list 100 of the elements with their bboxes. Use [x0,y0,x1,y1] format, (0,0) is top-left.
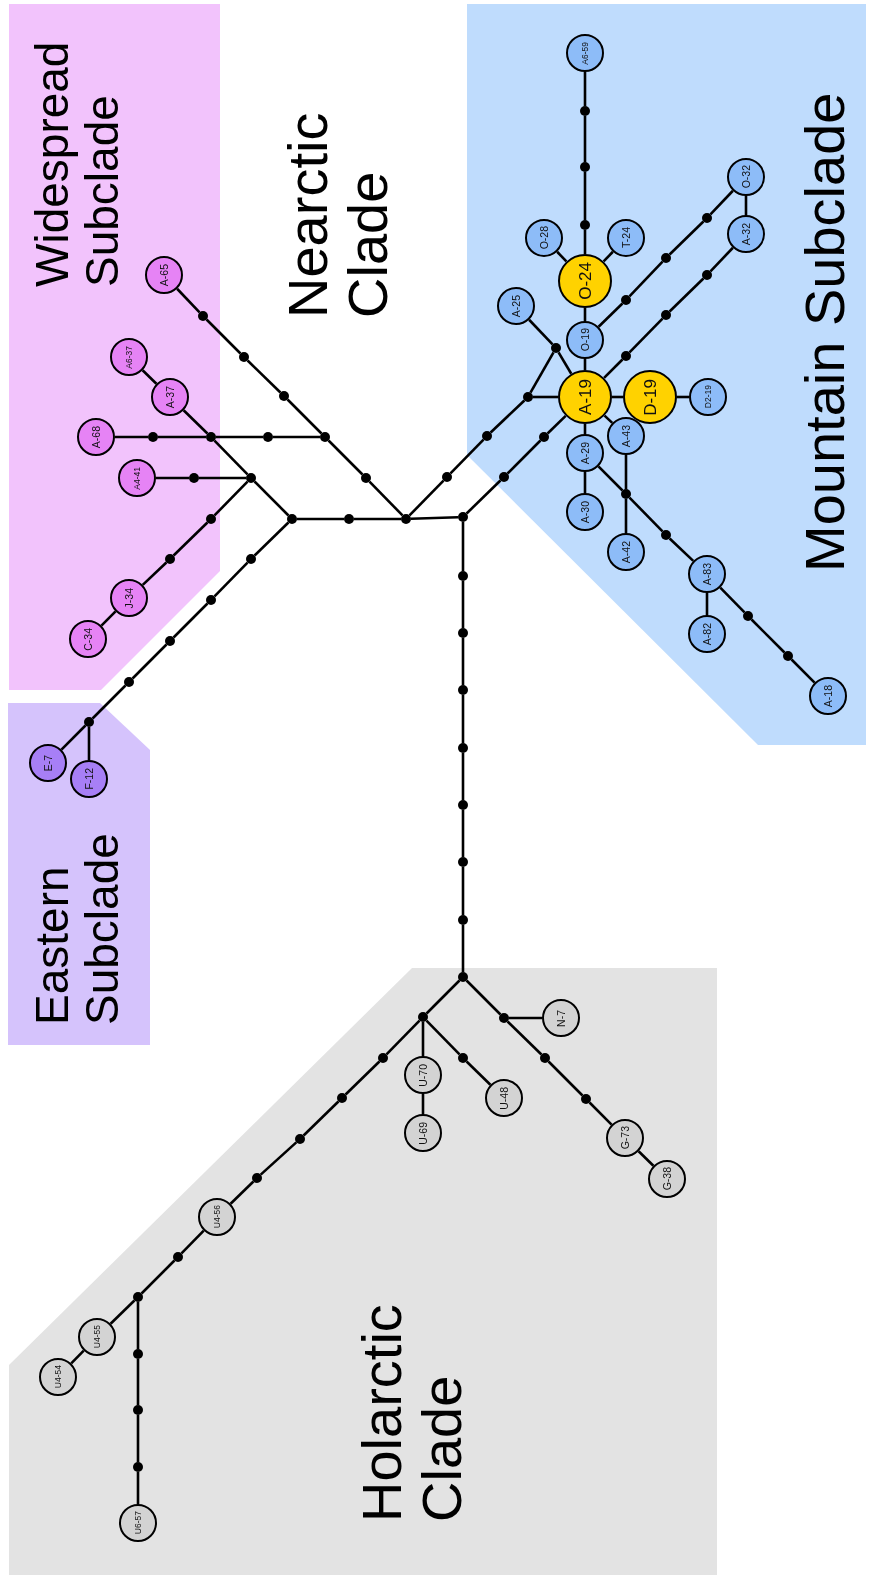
connector-line [597,465,624,492]
connector-line [115,435,148,439]
haplotype-label: U4-54 [53,1365,63,1389]
junction-dot [621,351,631,361]
connector-line [668,537,695,562]
connector-line [410,515,459,521]
clade-title: Nearctic Clade [278,111,399,318]
connector-line [705,593,709,615]
connector-line [461,753,465,800]
connector-line [425,1019,461,1056]
haplotype-label: U4-55 [92,1325,102,1349]
connector-line [612,395,623,399]
junction-dot [246,473,256,483]
connector-line [583,472,587,493]
connector-line [603,358,624,379]
junction-dot [246,554,256,564]
connector-line [213,561,249,598]
connector-line [156,476,189,480]
junction-dot [133,1349,143,1359]
connector-line [421,1022,425,1056]
junction-dot [133,1405,143,1415]
junction-dot [551,343,561,353]
haplotype-label: T-24 [620,227,632,249]
connector-line [533,395,558,399]
haplotype-label: A-30 [579,500,591,524]
connector-line [182,409,209,435]
junction-dot [458,571,468,581]
haplotype-label: A-25 [510,294,522,318]
connector-line [205,318,242,355]
connector-line [229,1180,255,1205]
connector-line [421,1094,425,1114]
connector-line [172,521,209,557]
junction-dot [743,611,753,621]
haplotype-label: A-18 [822,684,834,708]
clade-region [8,703,150,1045]
haplotype-label: O-19 [579,328,591,352]
connector-line [425,979,461,1015]
junction-dot [206,432,216,442]
connector-line [368,480,404,517]
haplotype-label: D-19 [641,378,659,416]
junction-dot [206,595,216,605]
connector-line [597,302,624,328]
connector-line [461,581,465,628]
junction-dot [263,432,273,442]
connector-line [136,1302,140,1349]
junction-dot [458,628,468,638]
junction-dot [84,717,94,727]
connector-line [385,1019,421,1056]
haplotype-label: A6-37 [124,345,134,369]
connector-line [709,246,734,273]
junction-dot [165,554,175,564]
connector-line [506,1020,543,1056]
connector-line [60,724,87,751]
haplotype-label: N-7 [555,1009,567,1027]
clade-region [9,4,220,690]
haplotype-label: A-37 [164,385,176,409]
junction-dot [499,1013,509,1023]
connector-line [628,260,664,298]
connector-line [668,220,705,256]
haplotype-label: G-73 [619,1126,631,1150]
connector-line [624,499,628,533]
junction-dot [661,530,671,540]
junction-dot [539,432,549,442]
connector-line [180,1229,205,1255]
junction-dot [148,432,158,442]
haplotype-label: F-12 [83,768,95,790]
junction-dot [458,972,468,982]
junction-dot [458,685,468,695]
junction-dot [499,472,509,482]
connector-line [529,351,555,394]
connector-line [141,369,158,385]
connector-line [273,435,320,439]
haplotype-label: A-65 [158,263,170,287]
connector-line [344,1060,381,1096]
connector-line [213,480,249,517]
connector-line [461,867,465,915]
haplotype-label: G-38 [661,1167,673,1191]
connector-line [136,1415,140,1462]
connector-line [286,398,323,435]
clade-title: Widespread Subclade [28,40,128,287]
haplotype-label: O-24 [576,262,594,300]
haplotype-label: A-43 [620,424,632,448]
junction-dot [523,392,533,402]
junction-dot [580,220,590,230]
junction-dot [239,352,249,362]
connector-line [465,1060,492,1086]
connector-line [461,925,465,972]
haplotype-label: U-69 [417,1121,429,1145]
connector-line [602,250,614,263]
connector-line [719,586,746,614]
connector-line [327,439,364,476]
junction-dot [621,489,631,499]
junction-dot [458,800,468,810]
haplotype-label: A-83 [701,562,713,586]
connector-line [547,1060,584,1097]
haplotype-label: A-68 [90,425,102,449]
haplotype-label: A6-59 [580,41,590,65]
junction-dot [133,1462,143,1472]
junction-dot [320,432,330,442]
junction-dot [458,857,468,867]
